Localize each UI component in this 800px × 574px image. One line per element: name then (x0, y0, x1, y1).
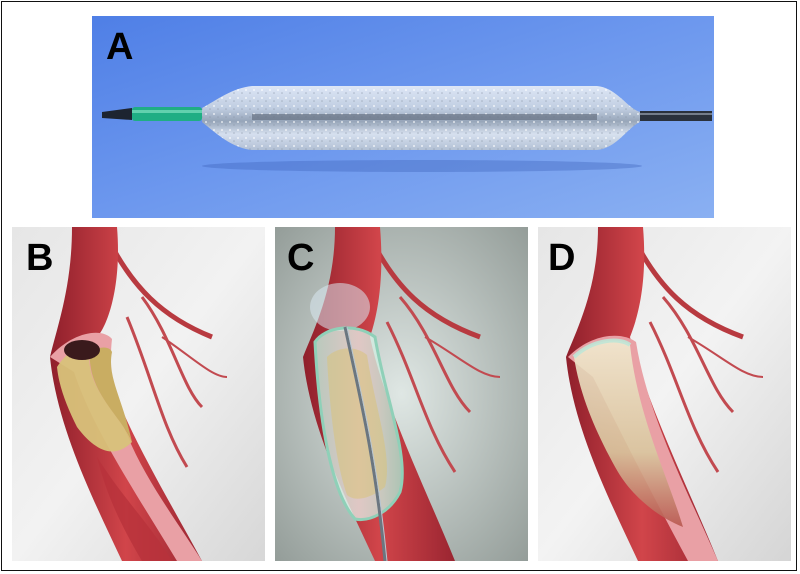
panel-label-d: D (548, 237, 576, 279)
panel-label-c: C (287, 237, 315, 279)
balloon-inflation-illustration (275, 227, 528, 561)
panel-d-treated-artery: D (538, 227, 791, 561)
panel-b-stenotic-artery: B (12, 227, 265, 561)
balloon-catheter-image (92, 16, 714, 218)
panel-a-balloon-photo: A (92, 16, 714, 218)
treated-artery-illustration (538, 227, 791, 561)
stenotic-artery-illustration (12, 227, 265, 561)
panel-label-a: A (106, 26, 134, 68)
panel-label-b: B (26, 237, 54, 279)
panel-c-balloon-inflation: C (275, 227, 528, 561)
